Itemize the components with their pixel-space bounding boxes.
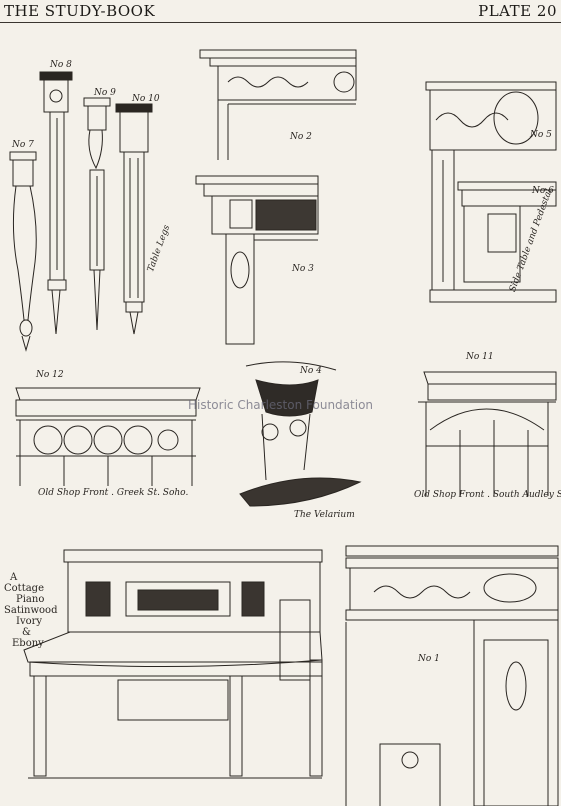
piano-caption-line: & xyxy=(22,627,31,638)
table-leg-no7 xyxy=(9,151,37,352)
piano-caption-line: Cottage xyxy=(4,583,44,594)
piano-caption-line: Piano xyxy=(16,594,45,605)
piano-caption-line: Satinwood xyxy=(4,605,58,616)
piano-caption-line: Ebony xyxy=(12,638,44,649)
label-no9: No 9 xyxy=(94,88,116,98)
table-leg-no9 xyxy=(83,97,111,331)
table-leg-no8 xyxy=(39,71,73,335)
table-leg-no10 xyxy=(115,103,153,335)
shop-front-no11 xyxy=(418,371,557,496)
note-shop-front-audley: Old Shop Front . South Audley St. W. xyxy=(414,490,561,500)
label-no8: No 8 xyxy=(50,60,72,70)
label-no6: No 6 xyxy=(532,186,554,196)
label-no5: No 5 xyxy=(530,130,552,140)
label-no11: No 11 xyxy=(466,352,494,362)
side-table-no6 xyxy=(457,181,557,283)
shop-front-no12 xyxy=(15,387,201,486)
mantel-no2 xyxy=(199,49,357,160)
label-no4: No 4 xyxy=(300,366,322,376)
piano-caption: A Cottage Piano Satinwood Ivory & Ebony xyxy=(4,572,57,649)
label-no7: No 7 xyxy=(12,140,34,150)
plate-number: PLATE 20 xyxy=(478,2,557,20)
velarium-no4 xyxy=(239,361,362,507)
label-no12: No 12 xyxy=(36,370,64,380)
label-no1: No 1 xyxy=(418,654,440,664)
note-velarium: The Velarium xyxy=(294,510,355,520)
pedestal-no5 xyxy=(425,81,557,303)
label-no2: No 2 xyxy=(290,132,312,142)
piano-caption-line: A xyxy=(10,572,18,583)
label-no3: No 3 xyxy=(292,264,314,274)
mantel-no3 xyxy=(195,175,319,345)
watermark: Historic Charleston Foundation xyxy=(187,398,374,412)
label-no10: No 10 xyxy=(132,94,160,104)
piano-caption-line: Ivory xyxy=(16,616,43,627)
header-rule xyxy=(0,22,561,23)
mantel-no1 xyxy=(345,545,559,806)
book-title: THE STUDY-BOOK xyxy=(4,2,156,20)
note-shop-front-soho: Old Shop Front . Greek St. Soho. xyxy=(38,488,189,498)
cottage-piano xyxy=(23,549,323,779)
